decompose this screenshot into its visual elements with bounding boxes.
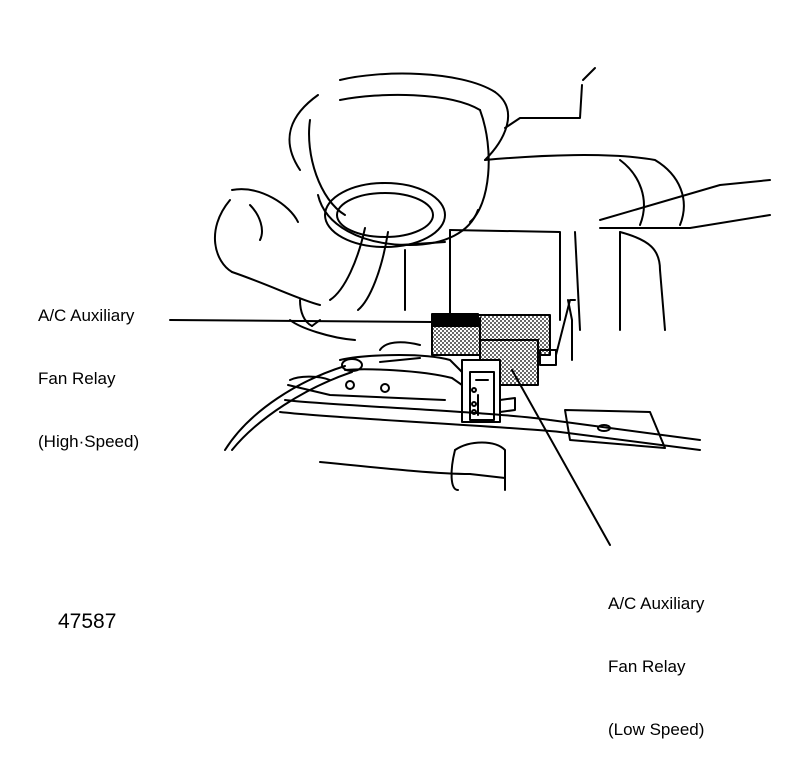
label-line: (High·Speed): [38, 432, 140, 451]
low-speed-relay-label: A/C Auxiliary Fan Relay (Low Speed): [608, 551, 704, 761]
firewall-box: [399, 229, 581, 331]
high-speed-leader: [169, 319, 433, 323]
frame-bracket: [484, 67, 771, 331]
reservoir-mount: [288, 72, 510, 248]
wiring-harness: [224, 341, 463, 451]
center-tube: [299, 227, 389, 327]
label-line: Fan Relay: [38, 369, 116, 388]
high-speed-relay-label: A/C Auxiliary Fan Relay (High·Speed): [38, 263, 139, 473]
label-line: Fan Relay: [608, 657, 686, 676]
left-hose: [214, 188, 356, 341]
label-line: A/C Auxiliary: [38, 306, 135, 325]
label-line: (Low Speed): [608, 720, 705, 739]
low-speed-leader: [511, 369, 611, 546]
figure-number: 47587: [58, 610, 117, 633]
label-line: A/C Auxiliary: [608, 594, 705, 613]
engine-bay-drawing: [169, 67, 771, 546]
leader-lines: [169, 319, 611, 546]
lower-panel: [279, 399, 701, 491]
